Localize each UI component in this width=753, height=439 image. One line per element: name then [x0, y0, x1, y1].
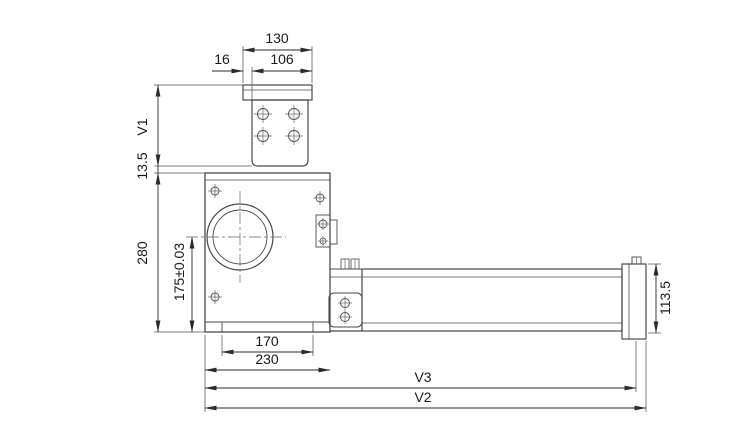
- dim-170-label: 170: [255, 333, 279, 349]
- dim-16-label: 16: [214, 51, 230, 67]
- dim-113-5-label: 113.5: [657, 281, 673, 315]
- dim-280-label: 280: [134, 241, 150, 265]
- bracket-hole-4: [285, 127, 303, 145]
- rail-outline: [361, 268, 623, 332]
- dim-v2-label: V2: [414, 389, 431, 405]
- dim-v1-label: V1: [134, 118, 150, 135]
- body-hole-bottom-left: [208, 290, 222, 304]
- dim-230-label: 230: [255, 351, 279, 367]
- dim-130: 130: [242, 30, 313, 53]
- dim-113-5: 113.5: [653, 263, 673, 334]
- dim-v3: V3: [204, 369, 637, 391]
- dim-170: 170: [221, 333, 314, 355]
- dim-280: 280: [134, 172, 161, 333]
- bracket-vertical-plate: [251, 99, 309, 167]
- bracket-hole-2: [285, 105, 303, 123]
- dim-106-label: 106: [270, 51, 294, 67]
- gearbox-body: [186, 172, 338, 333]
- body-outline: [204, 172, 331, 333]
- dim-v2: V2: [204, 389, 647, 411]
- rail-assembly: [328, 256, 647, 340]
- top-bracket: [242, 84, 313, 167]
- dim-v3-label: V3: [414, 369, 431, 385]
- dim-16: 16: [212, 51, 244, 74]
- bracket-hole-1: [254, 105, 272, 123]
- dim-175-label: 175±0.03: [171, 243, 187, 302]
- rail-end-block: [621, 256, 647, 340]
- dim-13-5-label: 13.5: [134, 152, 150, 179]
- bracket-top-plate: [242, 84, 313, 101]
- dim-230: 230: [204, 351, 331, 373]
- body-hole-top-right: [313, 191, 327, 205]
- dim-13-5: 13.5: [134, 152, 159, 180]
- dim-130-label: 130: [265, 30, 289, 46]
- dim-v1: V1: [134, 84, 161, 167]
- dim-106: 106: [251, 51, 313, 74]
- side-boss: [315, 214, 338, 248]
- dim-175: 175±0.03: [171, 236, 195, 333]
- extension-lines: [154, 46, 661, 412]
- bracket-hole-3: [254, 127, 272, 145]
- rail-top-screws: [340, 258, 360, 270]
- body-hole-top-left: [208, 184, 222, 198]
- rail-mount-plate: [328, 292, 363, 328]
